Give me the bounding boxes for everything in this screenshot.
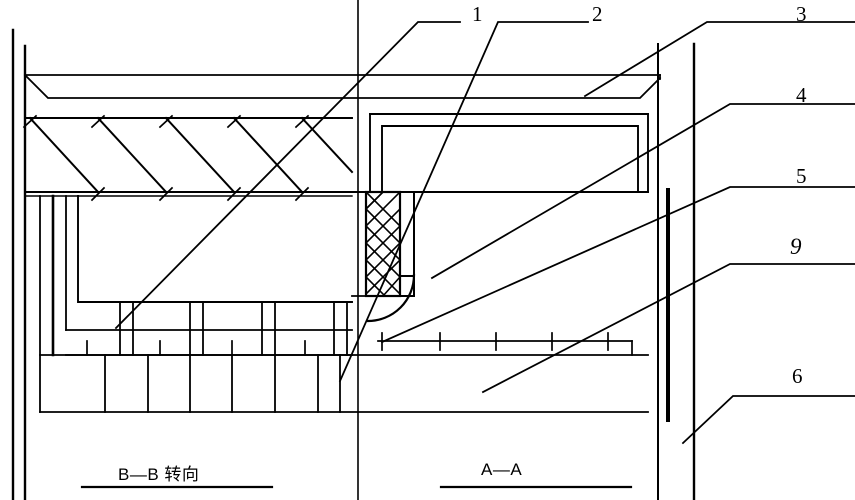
callout-number-2: 2 — [592, 2, 603, 26]
core-block-left — [24, 194, 353, 413]
dimension-tick-line — [377, 332, 633, 356]
upper-cell-row — [65, 301, 353, 356]
leader-line-4 — [430, 103, 855, 280]
leader-line-6 — [681, 395, 855, 445]
callout-number-9: 9 — [790, 234, 802, 259]
mesh-gasket-bar — [364, 190, 415, 298]
weld-stripe — [226, 114, 310, 202]
leader-line-2 — [338, 21, 589, 383]
leader-line-5 — [380, 186, 855, 344]
leader-line-9 — [481, 263, 855, 394]
mesh-bar-side-flange — [399, 191, 415, 277]
section-label-aa: A—A — [481, 460, 523, 479]
upper-plate — [23, 73, 662, 99]
weld-stripe — [22, 114, 106, 202]
base-plate-row — [39, 354, 649, 413]
weld-stripe — [90, 114, 174, 202]
aa-box-inner-path — [381, 125, 639, 193]
callout-number-1: 1 — [472, 2, 483, 26]
mesh-diagonals-b — [364, 190, 402, 298]
upper-plate-bottom-edge — [23, 73, 662, 99]
rounded-fillet — [366, 273, 416, 323]
callout-number-3: 3 — [796, 2, 807, 26]
aa-section-box — [351, 113, 649, 193]
callout-leaders — [114, 21, 855, 445]
cell-stubs — [86, 340, 306, 356]
callout-number-5: 5 — [796, 164, 807, 188]
section-label-bb: B—B 转向 — [118, 465, 200, 484]
callout-number-4: 4 — [796, 83, 807, 107]
lower-cell-grid — [39, 301, 649, 413]
callout-number-6: 6 — [792, 364, 803, 388]
weld-stripe — [294, 114, 354, 174]
weld-hatch-band — [22, 114, 354, 202]
core-block-outline — [77, 195, 353, 303]
leader-line-3 — [583, 21, 855, 98]
weld-stripe — [158, 114, 242, 202]
leader-line-1 — [114, 21, 461, 330]
mesh-bar-foot — [399, 275, 415, 297]
